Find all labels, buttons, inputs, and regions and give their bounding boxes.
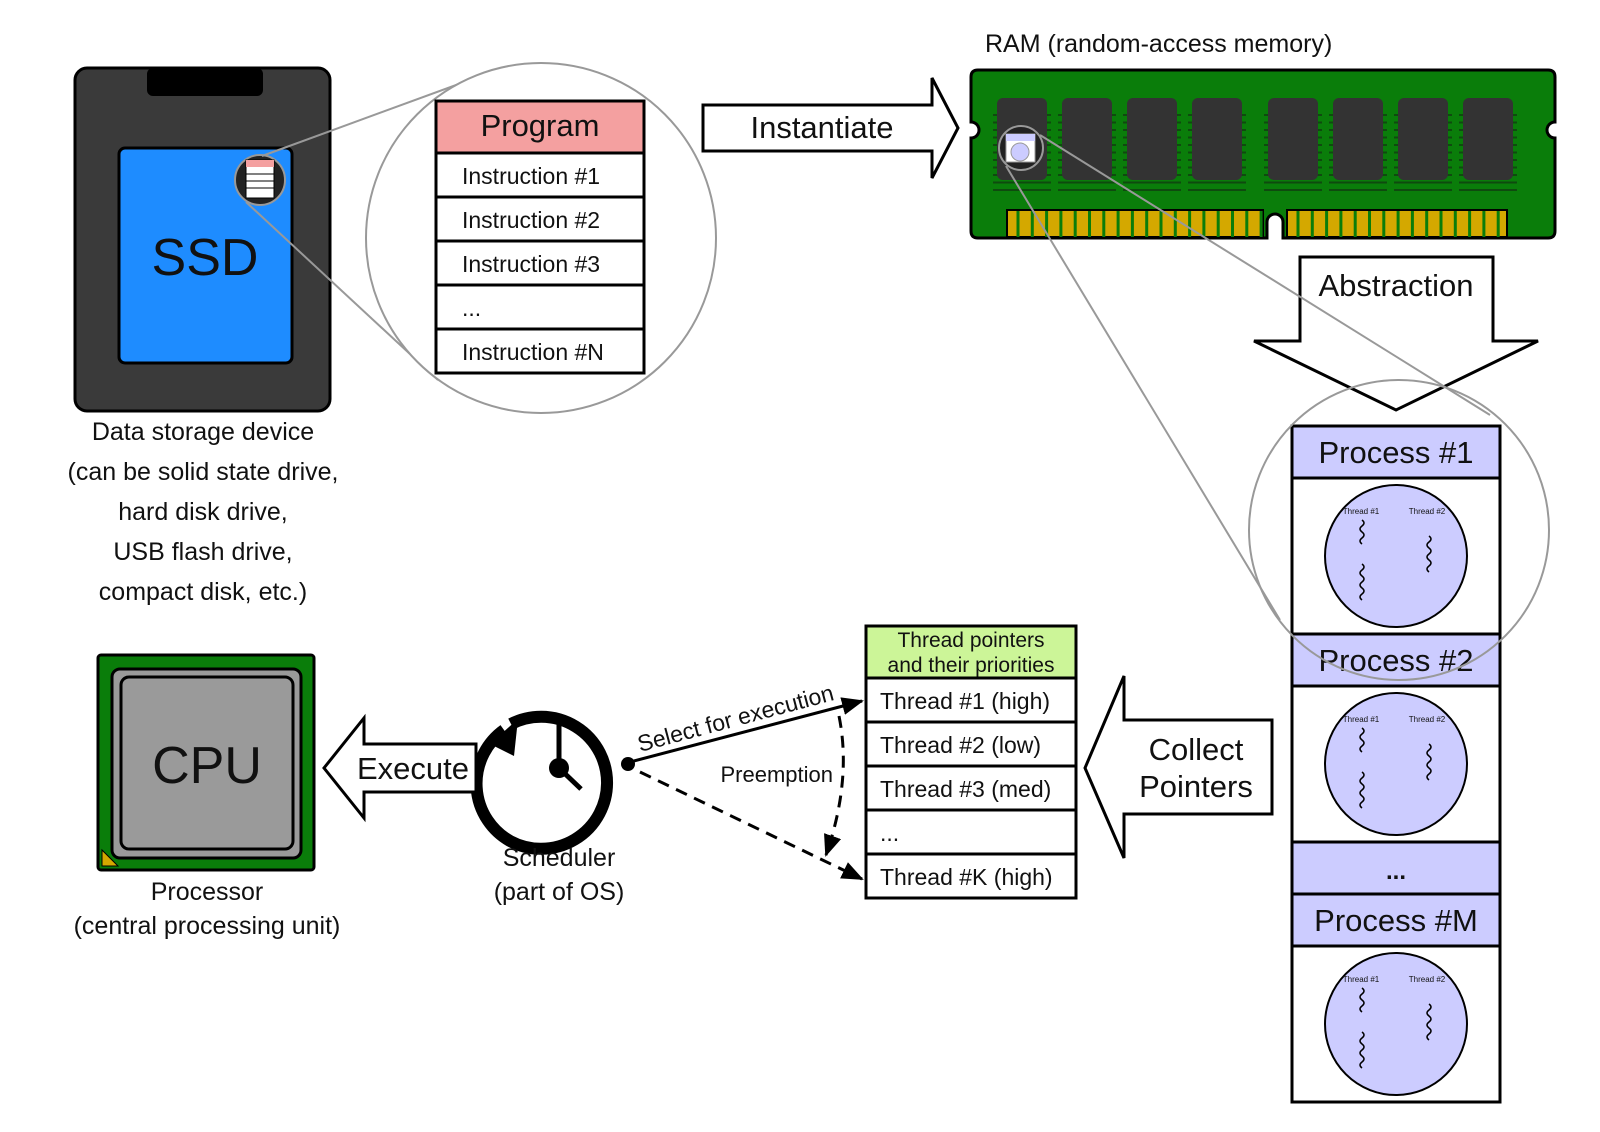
program-table: Program Instruction #1 Instruction #2 Inst… bbox=[434, 99, 646, 375]
program-row-label: Instruction #3 bbox=[462, 251, 600, 277]
thread-label: Thread #1 bbox=[1343, 975, 1380, 984]
ram-chip bbox=[1192, 98, 1242, 180]
ssd-label: SSD bbox=[152, 229, 259, 287]
ram-chip bbox=[1062, 98, 1112, 180]
cpu-caption: Processor bbox=[151, 878, 264, 906]
process-label: Process #M bbox=[1314, 903, 1478, 938]
process-header bbox=[1290, 840, 1502, 896]
thread-row-label: Thread #1 (high) bbox=[880, 688, 1050, 714]
ram-module bbox=[969, 68, 1557, 240]
thread-row-label: Thread #K (high) bbox=[880, 864, 1053, 890]
ssd-caption: Data storage device (can be solid state … bbox=[68, 418, 339, 606]
collect-pointers-arrow: Collect Pointers bbox=[1083, 675, 1274, 859]
process-magnifier bbox=[1248, 379, 1550, 681]
process-header bbox=[1290, 892, 1502, 948]
svg-text:Instantiate: Instantiate bbox=[750, 110, 893, 145]
program-row-label: Instruction #1 bbox=[462, 163, 600, 189]
thread-label: Thread #1 bbox=[1343, 715, 1380, 724]
svg-text:Program: Program bbox=[481, 108, 600, 143]
thread-label: Thread #1 bbox=[1343, 507, 1380, 516]
abstraction-arrow: Abstraction bbox=[1253, 255, 1539, 412]
program-row-label: ... bbox=[462, 295, 481, 321]
zoom-line bbox=[1039, 134, 1491, 416]
process-label: Process #1 bbox=[1318, 435, 1473, 470]
svg-text:Thread pointers: Thread pointers bbox=[897, 629, 1044, 652]
cpu-pin1-marker bbox=[101, 848, 120, 867]
preempted-arrow bbox=[639, 770, 864, 881]
thread-row bbox=[864, 676, 1078, 724]
thread-row bbox=[864, 852, 1078, 900]
thread-squiggle-icon bbox=[1359, 1031, 1365, 1069]
thread-label: Thread #2 bbox=[1409, 507, 1446, 516]
instantiate-arrow: Instantiate bbox=[701, 77, 960, 179]
scheduler-clock-icon bbox=[470, 710, 635, 855]
process-space bbox=[1324, 484, 1468, 628]
program-row-label: Instruction #2 bbox=[462, 207, 600, 233]
process-header bbox=[1290, 632, 1502, 688]
svg-text:Abstraction: Abstraction bbox=[1318, 268, 1473, 303]
ssd-connector bbox=[147, 68, 263, 96]
svg-text:Data storage device: Data storage device bbox=[92, 418, 314, 446]
process-label: Process #2 bbox=[1318, 643, 1473, 678]
cpu-caption-sub: (central processing unit) bbox=[74, 912, 341, 940]
thread-row-label: Thread #2 (low) bbox=[880, 732, 1041, 758]
scheduler-caption-sub: (part of OS) bbox=[494, 878, 625, 906]
process-space bbox=[1324, 692, 1468, 836]
execute-arrow: Execute bbox=[322, 713, 478, 823]
process-list: Process #1 Thread #1 Thread #2 Process #2 Th… bbox=[1290, 424, 1502, 1104]
thread-squiggle-icon bbox=[1426, 535, 1432, 573]
thread-label: Thread #2 bbox=[1409, 715, 1446, 724]
preemption-arrow bbox=[824, 715, 845, 857]
svg-text:compact disk, etc.): compact disk, etc.) bbox=[99, 578, 307, 606]
thread-squiggle-icon bbox=[1426, 743, 1432, 781]
ram-chip bbox=[1463, 98, 1513, 180]
svg-text:Collect: Collect bbox=[1149, 732, 1244, 767]
thread-row-label: ... bbox=[880, 820, 899, 846]
program-row bbox=[434, 195, 646, 243]
svg-text:USB flash drive,: USB flash drive, bbox=[113, 538, 292, 566]
process-space bbox=[1324, 952, 1468, 1096]
ram-chip bbox=[1268, 98, 1318, 180]
program-row bbox=[434, 283, 646, 331]
thread-squiggle-icon bbox=[1359, 519, 1365, 545]
thread-table: Thread pointers and their priorities Thr… bbox=[864, 624, 1078, 900]
program-row bbox=[434, 239, 646, 287]
program-header bbox=[434, 99, 646, 155]
program-row bbox=[434, 327, 646, 375]
thread-row bbox=[864, 764, 1078, 812]
scheduler-caption: Scheduler bbox=[503, 844, 616, 872]
svg-text:Pointers: Pointers bbox=[1139, 769, 1253, 804]
svg-text:hard disk drive,: hard disk drive, bbox=[118, 498, 288, 526]
program-row bbox=[434, 151, 646, 199]
cpu-label: CPU bbox=[152, 737, 262, 795]
ssd-device: SSD bbox=[73, 66, 332, 413]
zoom-line bbox=[261, 76, 479, 157]
process-header bbox=[1290, 424, 1502, 480]
svg-text:(can be solid state drive,: (can be solid state drive, bbox=[68, 458, 339, 486]
process-label: ... bbox=[1386, 858, 1406, 885]
thread-squiggle-icon bbox=[1359, 987, 1365, 1013]
select-label: Select for execution bbox=[635, 679, 837, 756]
svg-text:and their priorities: and their priorities bbox=[888, 654, 1055, 677]
thread-squiggle-icon bbox=[1359, 563, 1365, 601]
svg-text:Execute: Execute bbox=[357, 751, 469, 786]
thread-label: Thread #2 bbox=[1409, 975, 1446, 984]
preemption-label: Preemption bbox=[720, 762, 833, 787]
ram-chip bbox=[1333, 98, 1383, 180]
ram-pins-left bbox=[1006, 209, 1264, 238]
thread-row bbox=[864, 808, 1078, 856]
zoom-line bbox=[1005, 165, 1281, 621]
thread-table-header bbox=[864, 624, 1078, 680]
thread-squiggle-icon bbox=[1359, 771, 1365, 809]
program-row-label: Instruction #N bbox=[462, 339, 604, 365]
ram-chip bbox=[1398, 98, 1448, 180]
ram-chip bbox=[1127, 98, 1177, 180]
select-arrow bbox=[629, 697, 864, 764]
cpu-chip: CPU bbox=[96, 653, 316, 872]
ram-title: RAM (random-access memory) bbox=[985, 30, 1332, 58]
thread-squiggle-icon bbox=[1359, 727, 1365, 753]
thread-squiggle-icon bbox=[1426, 1003, 1432, 1041]
thread-row-label: Thread #3 (med) bbox=[880, 776, 1051, 802]
